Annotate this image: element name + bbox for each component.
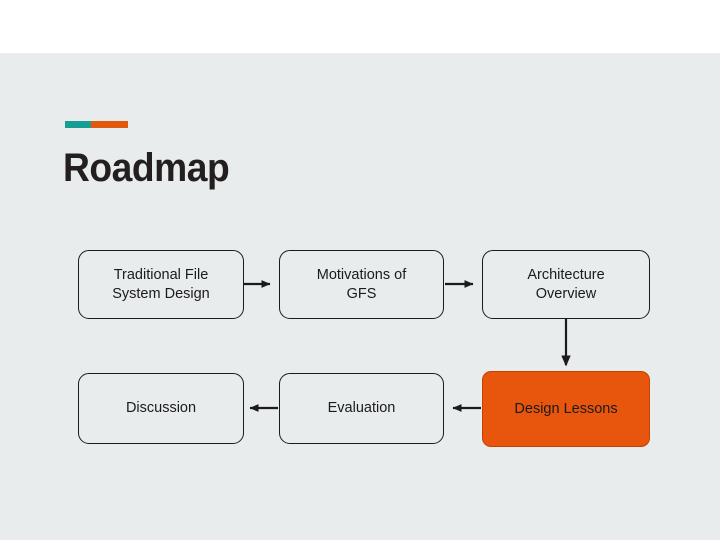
title-accent-bar [65,121,128,128]
flow-node-evaluation[interactable]: Evaluation [279,373,444,444]
flow-node-label: Evaluation [327,400,396,417]
flow-node-discussion[interactable]: Discussion [78,373,244,444]
flow-node-design-lessons[interactable]: Design Lessons [482,371,650,447]
flow-node-label: Design Lessons [514,400,618,417]
page-title: Roadmap [63,146,230,190]
accent-bar-teal-segment [65,121,91,128]
accent-bar-orange-segment [91,121,128,128]
flow-node-label: Discussion [125,400,197,417]
